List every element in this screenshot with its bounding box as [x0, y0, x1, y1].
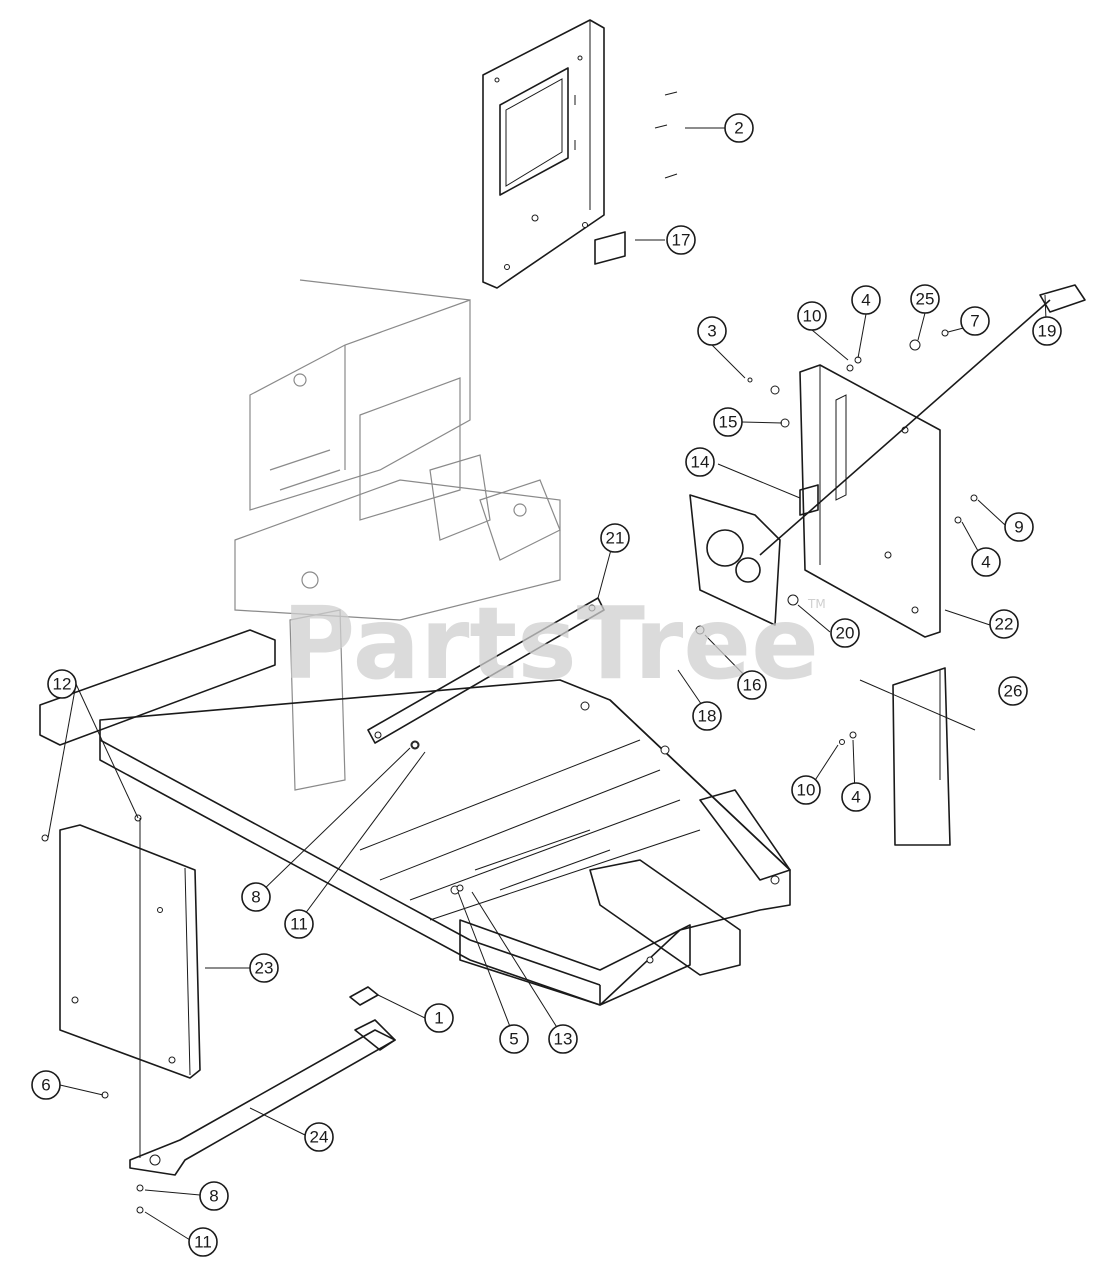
callout-4-mid: 4 — [971, 547, 1001, 577]
watermark-text: PartsTree — [282, 585, 819, 702]
part-19-cable — [759, 284, 1086, 556]
callout-18: 18 — [692, 701, 722, 731]
callout-7: 7 — [960, 306, 990, 336]
callout-8-lower: 8 — [199, 1181, 229, 1211]
leader-lines — [47, 127, 1048, 1241]
callout-8-upper: 8 — [241, 882, 271, 912]
callout-21: 21 — [600, 523, 630, 553]
callout-11-lower: 11 — [188, 1227, 218, 1257]
callout-12: 12 — [47, 669, 77, 699]
callout-1-label: 1 — [434, 1009, 443, 1028]
part-14-switch-plate — [689, 484, 819, 626]
callout-2-label: 2 — [734, 119, 743, 138]
callout-17: 17 — [666, 225, 696, 255]
main-frame — [39, 629, 791, 1006]
callout-9: 9 — [1004, 512, 1034, 542]
callouts: 2 17 3 10 4 25 7 19 15 14 9 4 21 20 22 1… — [31, 113, 1062, 1257]
callout-4-mid-label: 4 — [981, 553, 990, 572]
callout-22-label: 22 — [995, 615, 1014, 634]
callout-18-label: 18 — [698, 707, 717, 726]
callout-6-label: 6 — [41, 1076, 50, 1095]
callout-13-label: 13 — [554, 1030, 573, 1049]
callout-3-label: 3 — [707, 322, 716, 341]
callout-19-label: 19 — [1038, 322, 1057, 341]
callout-1: 1 — [424, 1003, 454, 1033]
watermark: PartsTree TM — [282, 585, 826, 702]
callout-24: 24 — [304, 1122, 334, 1152]
callout-4-lower-label: 4 — [851, 788, 860, 807]
part-17-label-plate — [594, 231, 626, 265]
callout-13: 13 — [548, 1024, 578, 1054]
callout-7-label: 7 — [970, 312, 979, 331]
callout-5-label: 5 — [509, 1030, 518, 1049]
callout-10-lower-label: 10 — [797, 781, 816, 800]
callout-9-label: 9 — [1014, 518, 1023, 537]
callout-5: 5 — [499, 1024, 529, 1054]
callout-6: 6 — [31, 1070, 61, 1100]
callout-10-upper: 10 — [797, 301, 827, 331]
callout-11-lower-label: 11 — [194, 1233, 212, 1252]
callout-15-label: 15 — [719, 413, 738, 432]
callout-19: 19 — [1032, 316, 1062, 346]
callout-12-label: 12 — [53, 675, 72, 694]
callout-4-upper: 4 — [851, 285, 881, 315]
callout-24-label: 24 — [310, 1128, 329, 1147]
callout-26-label: 26 — [1004, 682, 1023, 701]
callout-16-label: 16 — [743, 676, 762, 695]
part-23-side-shield — [59, 824, 201, 1079]
callout-15: 15 — [713, 407, 743, 437]
small-hardware — [41, 329, 978, 1214]
callout-23: 23 — [249, 953, 279, 983]
engine-block-outline — [234, 279, 561, 791]
callout-14-label: 14 — [691, 453, 710, 472]
callout-11-upper: 11 — [284, 909, 314, 939]
callout-10-upper-label: 10 — [803, 307, 822, 326]
callout-17-label: 17 — [672, 231, 691, 250]
callout-25: 25 — [910, 284, 940, 314]
callout-8-upper-label: 8 — [251, 888, 260, 907]
callout-4-lower: 4 — [841, 782, 871, 812]
callout-21-label: 21 — [606, 529, 625, 548]
part-21-cross-bar — [367, 597, 605, 744]
part-26-cover — [892, 667, 951, 846]
callout-11-upper-label: 11 — [290, 915, 308, 934]
callout-16: 16 — [737, 670, 767, 700]
part-22-control-panel — [799, 364, 941, 638]
watermark-trademark: TM — [807, 597, 826, 611]
callout-3: 3 — [697, 316, 727, 346]
callout-25-label: 25 — [916, 290, 935, 309]
callout-10-lower: 10 — [791, 775, 821, 805]
callout-4-upper-label: 4 — [861, 291, 870, 310]
callout-8-lower-label: 8 — [209, 1187, 218, 1206]
callout-14: 14 — [685, 447, 715, 477]
part-24-bracket-arm — [129, 1019, 396, 1176]
callout-2: 2 — [724, 113, 754, 143]
callout-26: 26 — [998, 676, 1028, 706]
callout-20: 20 — [830, 618, 860, 648]
callout-23-label: 23 — [255, 959, 274, 978]
callout-22: 22 — [989, 609, 1019, 639]
part-1-small-plate — [349, 986, 379, 1006]
callout-20-label: 20 — [836, 624, 855, 643]
part-2-upper-panel — [482, 19, 678, 289]
